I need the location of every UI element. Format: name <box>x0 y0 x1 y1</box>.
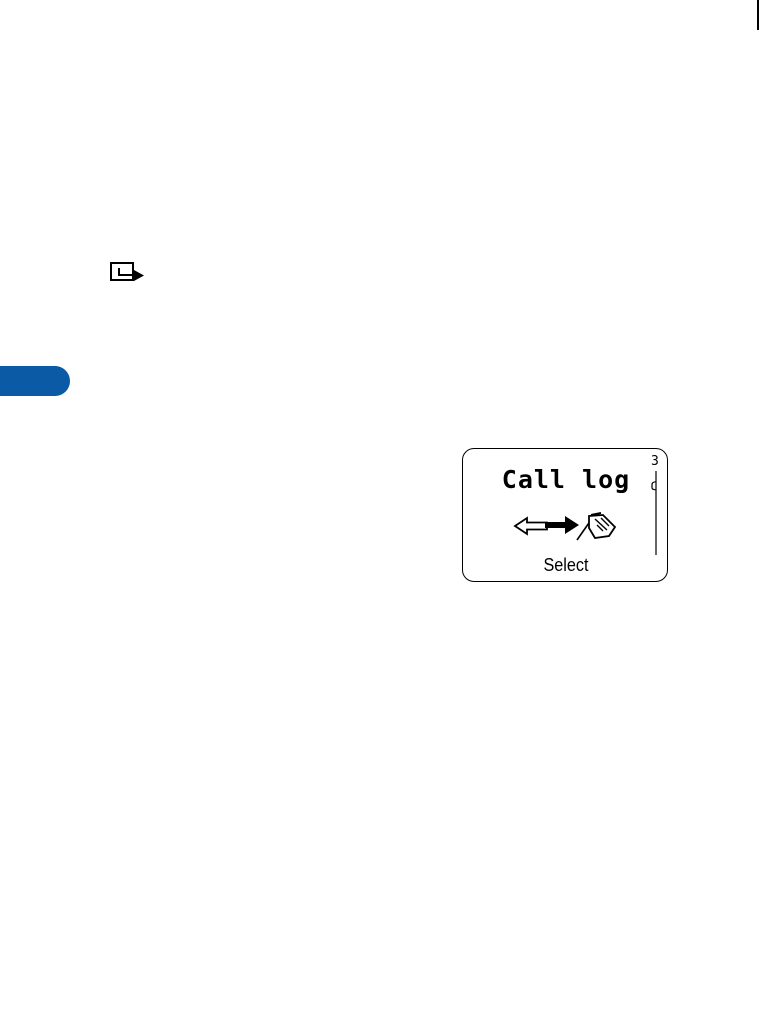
page-edge-rule <box>757 0 759 30</box>
call-log-icon <box>513 512 617 541</box>
menu-title: Call log <box>501 465 631 494</box>
scroll-bar <box>651 471 657 555</box>
chapter-tab <box>0 366 70 396</box>
note-icon <box>110 262 144 281</box>
scroll-thumb <box>651 481 657 491</box>
phone-display: 3 Call log Select <box>462 448 668 582</box>
menu-number: 3 <box>651 454 659 469</box>
handset-icon <box>576 512 617 541</box>
select-softkey[interactable]: Select <box>543 555 589 575</box>
